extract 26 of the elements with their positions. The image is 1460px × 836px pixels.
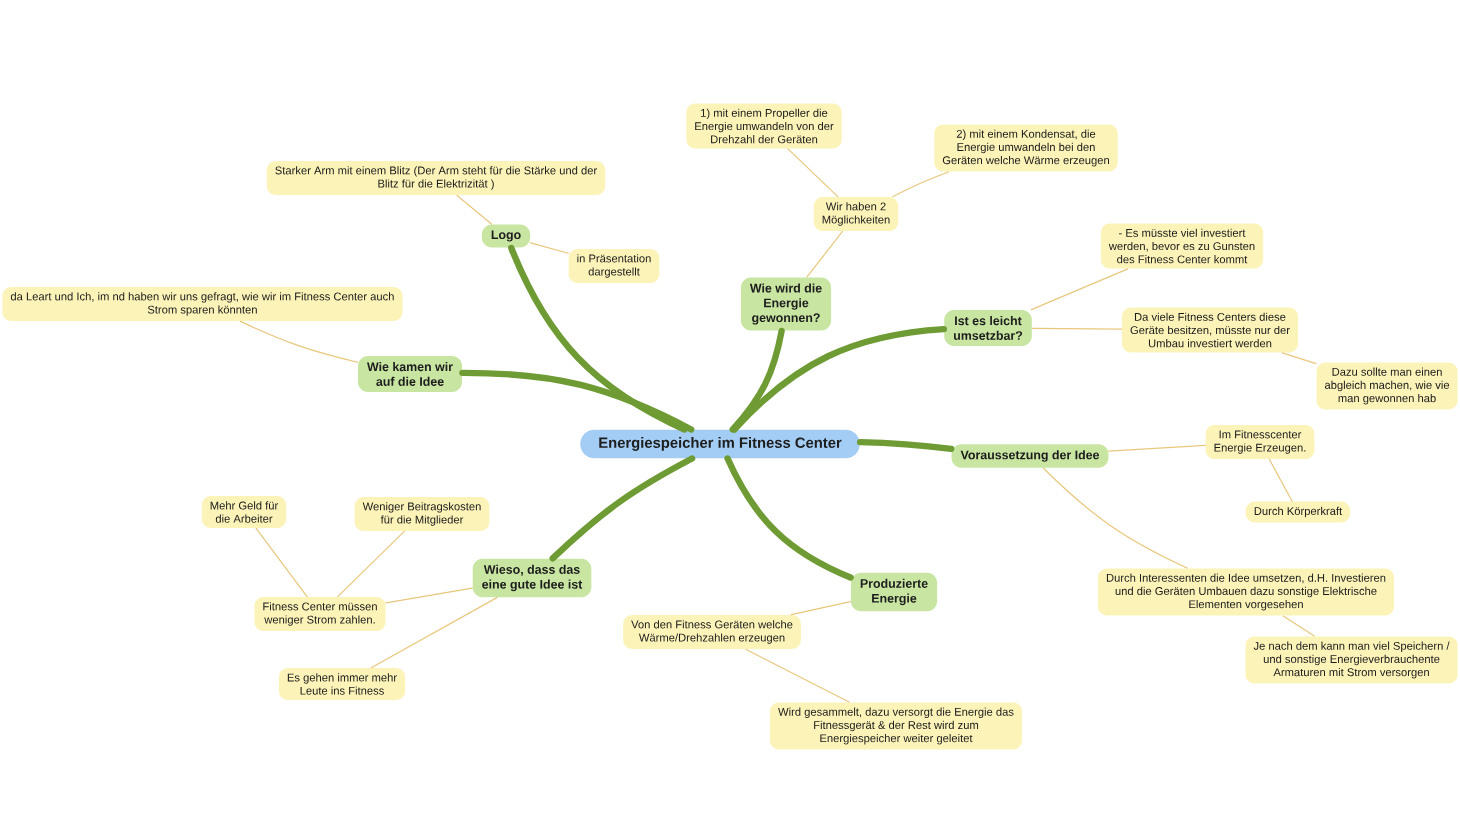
connector-line — [1281, 352, 1317, 365]
branch-line — [508, 244, 688, 433]
connector-line — [370, 597, 498, 669]
connector-line — [337, 530, 405, 598]
connector-line — [239, 320, 359, 363]
connector-line — [1042, 467, 1188, 569]
connector-line — [806, 230, 844, 278]
connector-line — [529, 242, 569, 254]
connector-line — [790, 600, 852, 616]
branch-line — [724, 455, 854, 581]
connector-line — [745, 648, 850, 703]
connector-line — [1031, 327, 1123, 330]
branch-line — [856, 438, 955, 452]
connector-line — [456, 194, 493, 225]
connector-line — [1108, 444, 1206, 452]
branch-line — [731, 325, 947, 433]
connector-line — [787, 148, 839, 198]
connector-line — [1030, 268, 1129, 311]
branch-line — [729, 327, 785, 433]
connector-line — [1282, 615, 1315, 637]
branch-line — [459, 369, 695, 433]
connector-line — [255, 527, 308, 598]
branch-line — [549, 455, 696, 562]
connector-line — [385, 587, 473, 604]
connector-line — [892, 171, 950, 198]
connector-line — [1268, 458, 1293, 502]
